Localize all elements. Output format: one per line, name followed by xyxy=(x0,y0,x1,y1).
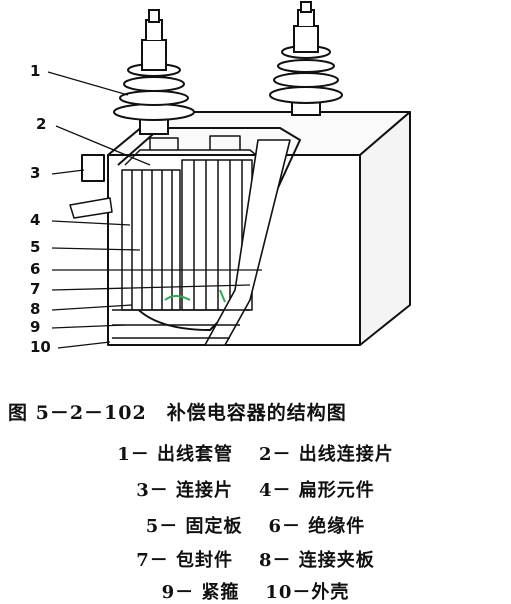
legend-item-2: 2－ 出线连接片 xyxy=(259,444,394,465)
capacitor-diagram xyxy=(47,1,411,349)
legend-item-3: 3－ 连接片 xyxy=(136,480,233,501)
legend-item-7: 7－ 包封件 xyxy=(136,550,233,571)
figure-caption: 图 5－2－102 补偿电容器的结构图 xyxy=(8,402,347,424)
clamp-band xyxy=(112,309,250,339)
connecting-plate xyxy=(81,154,105,182)
label-4: 4 xyxy=(30,211,41,229)
legend-row-3: 5－ 固定板 6－ 绝缘件 xyxy=(0,512,511,538)
housing-side xyxy=(359,111,411,346)
legend-item-6: 6－ 绝缘件 xyxy=(268,516,366,537)
label-2: 2 xyxy=(36,115,47,133)
label-7: 7 xyxy=(30,280,41,298)
legend-item-4: 4－ 扁形元件 xyxy=(259,480,375,501)
insulation-band xyxy=(204,139,291,346)
label-10: 10 xyxy=(30,338,51,356)
legend-item-8: 8－ 连接夹板 xyxy=(259,550,375,571)
legend-item-1: 1－ 出线套管 xyxy=(117,444,233,465)
label-8: 8 xyxy=(30,300,41,318)
label-5: 5 xyxy=(30,238,41,256)
legend-row-1: 1－ 出线套管 2－ 出线连接片 xyxy=(0,440,511,466)
label-9: 9 xyxy=(30,318,41,336)
label-3: 3 xyxy=(30,164,41,182)
right-bushing xyxy=(269,1,343,116)
label-1: 1 xyxy=(30,62,41,80)
left-bushing xyxy=(113,9,195,135)
legend-item-10: 10－外壳 xyxy=(265,582,350,603)
legend-row-2: 3－ 连接片 4－ 扁形元件 xyxy=(0,476,511,502)
legend-row-5: 9－ 紧箍 10－外壳 xyxy=(0,578,511,604)
legend-item-5: 5－ 固定板 xyxy=(145,516,243,537)
legend-item-9: 9－ 紧箍 xyxy=(161,582,240,603)
leader-lines xyxy=(47,71,262,349)
legend-row-4: 7－ 包封件 8－ 连接夹板 xyxy=(0,546,511,572)
label-6: 6 xyxy=(30,260,41,278)
